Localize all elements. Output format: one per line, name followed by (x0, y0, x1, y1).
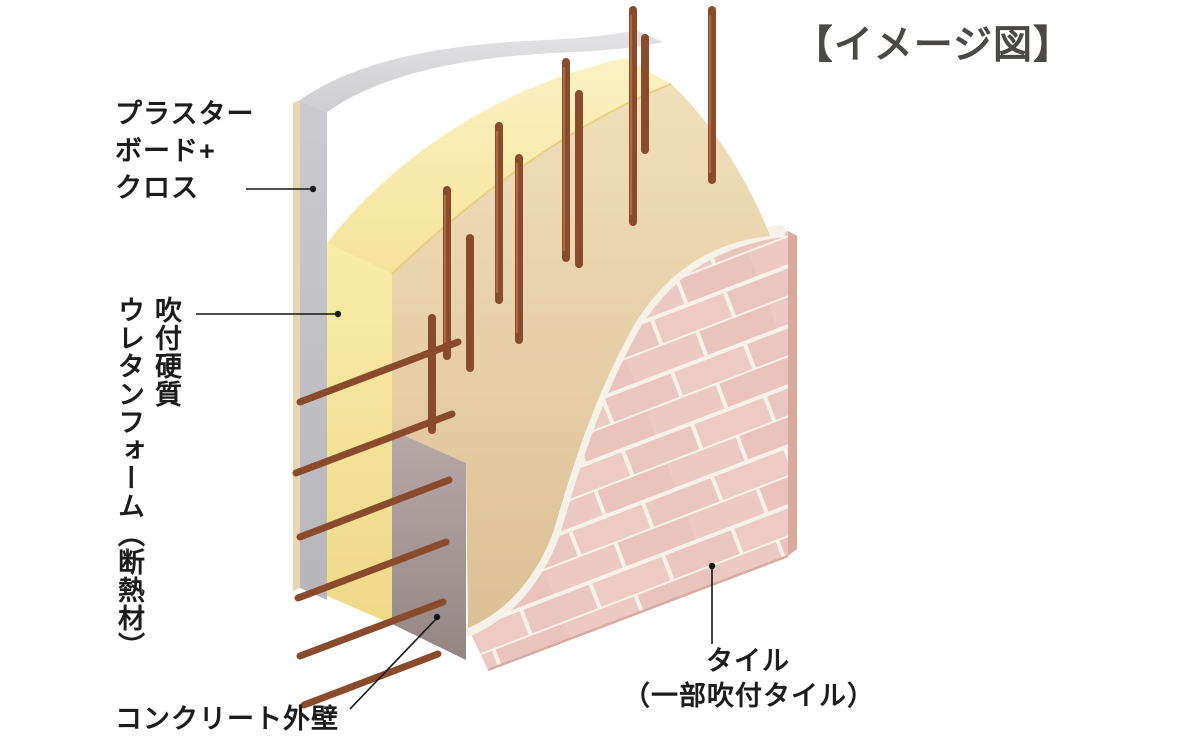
plasterboard-side-edge (293, 100, 300, 591)
rebar-rod (296, 598, 447, 660)
foam-front-face (327, 243, 392, 624)
label-column: ウレタンフォーム（断熱材） (114, 296, 144, 660)
label-line: クロス (115, 173, 199, 203)
tile-top-mortar-band (461, 224, 786, 637)
label-plasterboard: プラスター ボード+ クロス (115, 96, 254, 207)
leader-dot (334, 310, 342, 318)
plasterboard-top-surface (300, 30, 663, 112)
leader-lines (196, 185, 716, 710)
rebar-vertical-highlights (443, 14, 712, 350)
label-line: ボード+ (115, 136, 216, 166)
rebar-rod (292, 410, 456, 477)
concrete-top-surface (392, 84, 770, 628)
diagram-title: 【イメージ図】 (793, 24, 1073, 67)
leader-dot (309, 185, 317, 193)
rebar-rod (296, 338, 462, 406)
rebar-rod (296, 476, 453, 541)
label-column: 吹付硬質 (151, 296, 181, 408)
rebar-rod (294, 538, 450, 602)
label-line: （一部吹付タイル） (623, 681, 875, 711)
leader-line-concrete (349, 617, 438, 710)
plasterboard-layer (293, 30, 663, 600)
label-tile: タイル （一部吹付タイル） (623, 644, 875, 714)
tile-bottom-edge (487, 554, 789, 672)
label-urethane-foam: 吹付硬質 ウレタンフォーム（断熱材） (110, 296, 184, 676)
label-line: タイル (706, 646, 790, 676)
rebar-vertical-group (428, 6, 716, 434)
label-concrete-wall: コンクリート外壁 (115, 704, 339, 734)
plasterboard-front-face (300, 100, 327, 600)
label-line: プラスター (115, 99, 255, 129)
leader-dot (708, 562, 716, 570)
rebar-horizontal-group (292, 338, 462, 709)
rebar-rod (300, 650, 442, 709)
tile-face (470, 231, 788, 670)
tile-layer (461, 224, 797, 672)
leader-dot (433, 613, 441, 621)
tile-right-edge (788, 231, 797, 556)
